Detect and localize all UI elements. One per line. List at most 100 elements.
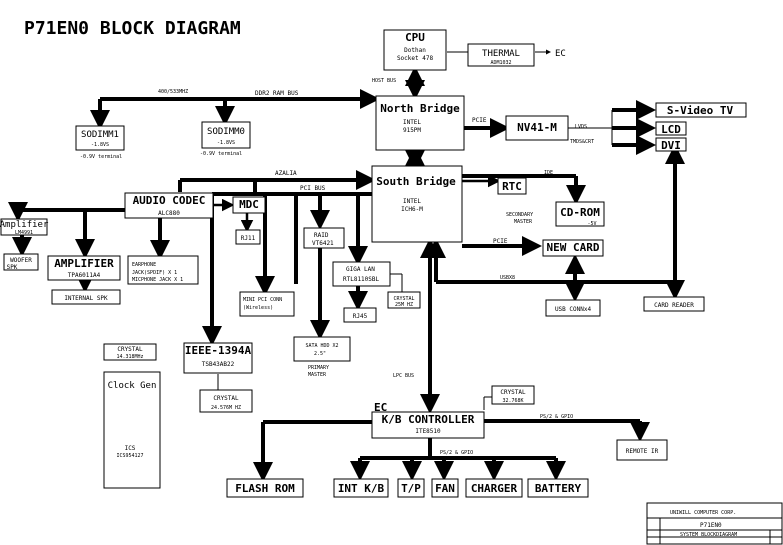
svg-text:RTL8110SBL: RTL8110SBL [343, 276, 380, 283]
dvi-block: DVI [655, 137, 687, 152]
svg-text:JACK(SPDIF) X 1: JACK(SPDIF) X 1 [132, 270, 177, 276]
svg-text:AMPLIFIER: AMPLIFIER [54, 257, 114, 270]
svg-text:2.5": 2.5" [314, 351, 326, 357]
svg-text:CRYSTAL: CRYSTAL [393, 296, 414, 302]
svg-text:CARD READER: CARD READER [654, 302, 694, 309]
title-block: UNIWILL COMPUTER CORP. P71EN0 SYSTEM BLO… [646, 502, 783, 545]
cdrom-block: CD-ROM -5V [555, 201, 605, 227]
amplifier-block: AMPLIFIER TPA6011A4 [47, 255, 121, 281]
giga-lan-block: GIGA LAN RTL8110SBL [332, 261, 391, 287]
usbx8-label: USBX8 [500, 275, 515, 281]
svg-text:GIGA LAN: GIGA LAN [346, 266, 375, 273]
svg-text:ADM1032: ADM1032 [490, 60, 511, 66]
svg-text:S-Video TV: S-Video TV [667, 104, 734, 117]
ps2-gpio-bottom-label: PS/2 & GPIO [440, 450, 473, 456]
svg-text:INT K/B: INT K/B [338, 482, 385, 495]
svg-text:CRYSTAL: CRYSTAL [213, 395, 239, 402]
south-bridge-block: South Bridge INTEL ICH6-M [371, 165, 463, 243]
usb-conn-block: USB CONNx4 [545, 299, 601, 317]
svg-text:915PM: 915PM [403, 127, 421, 134]
dmi-label: DMI [412, 156, 421, 162]
svg-text:CRYSTAL: CRYSTAL [117, 346, 143, 353]
svg-text:LM4991: LM4991 [15, 230, 33, 236]
svg-text:INTEL: INTEL [403, 198, 421, 205]
north-bridge-block: North Bridge INTEL 915PM [375, 95, 465, 151]
mini-pci-block: MINI PCI CONN (Wireless) [239, 291, 295, 317]
svg-text:25M HZ: 25M HZ [395, 302, 413, 308]
sata-primary-label: PRIMARY [308, 365, 329, 371]
svg-text:K/B CONTROLLER: K/B CONTROLLER [382, 413, 475, 426]
rtc-block: RTC [497, 177, 527, 195]
pcie-top-label: PCIE [472, 117, 487, 124]
lcd-block: LCD [655, 121, 687, 136]
title-doc: SYSTEM BLOCKDIAGRAM [680, 532, 737, 538]
ddr2-bus-label: DDR2 RAM BUS [255, 90, 299, 97]
svg-text:SODIMM1: SODIMM1 [81, 130, 119, 140]
svg-text:INTERNAL SPK: INTERNAL SPK [64, 295, 108, 302]
svg-text:LCD: LCD [661, 123, 681, 136]
audio-codec-block: AUDIO CODEC ALC880 [124, 192, 214, 219]
kb-controller-block: K/B CONTROLLER ITE8510 [371, 411, 485, 439]
svg-text:ALC880: ALC880 [158, 210, 180, 217]
cpu-block: CPU Dothan Socket 478 [383, 29, 447, 71]
title-model: P71EN0 [700, 522, 722, 529]
lpc-bus-label: LPC BUS [393, 373, 414, 379]
svg-text:DVI: DVI [661, 139, 681, 152]
svg-text:South Bridge: South Bridge [376, 175, 456, 188]
connections [8, 49, 685, 482]
ec-tag-label: EC [374, 401, 387, 414]
svg-text:ITE8510: ITE8510 [415, 428, 441, 435]
svg-text:Socket 478: Socket 478 [397, 55, 434, 62]
mdc-block: MDC [232, 196, 266, 214]
svg-text:-1.8VS: -1.8VS [217, 140, 235, 146]
tp-block: T/P [397, 478, 425, 498]
svg-text:WOOFER: WOOFER [10, 257, 32, 264]
svg-text:NEW CARD: NEW CARD [547, 241, 600, 254]
svg-text:RJ45: RJ45 [353, 313, 368, 320]
thermal-ec-label: EC [555, 49, 566, 59]
crystal-clk-block: CRYSTAL 14.318MHz [103, 343, 157, 361]
svg-text:MDC: MDC [239, 198, 259, 211]
remote-ir-block: REMOTE IR [616, 439, 668, 461]
internal-spk-block: INTERNAL SPK [51, 289, 121, 305]
woofer-block: WOOFER SPK [3, 253, 39, 271]
svg-text:CHARGER: CHARGER [471, 482, 518, 495]
clock-gen-block: Clock Gen ICS ICS954127 [103, 371, 161, 489]
crystal-lan-block: CRYSTAL 25M HZ [387, 291, 421, 309]
ide-label: IDE [544, 170, 553, 176]
svg-text:SODIMM0: SODIMM0 [207, 127, 245, 137]
svg-text:FAN: FAN [435, 482, 455, 495]
svg-text:NV41-M: NV41-M [517, 121, 557, 134]
svg-text:ICS: ICS [125, 445, 136, 452]
svg-text:BATTERY: BATTERY [535, 482, 582, 495]
fan-block: FAN [431, 478, 459, 498]
svg-text:CRYSTAL: CRYSTAL [500, 389, 526, 396]
cdrom-secondary-label: SECONDARY [506, 212, 533, 218]
svg-text:MICPHONE JACK X 1: MICPHONE JACK X 1 [132, 277, 183, 283]
svg-text:(Wireless): (Wireless) [243, 305, 273, 311]
new-card-block: NEW CARD [542, 239, 604, 257]
rj11-block: RJ11 [235, 229, 261, 245]
cdrom-master-label: MASTER [514, 219, 533, 225]
crystal-ec-block: CRYSTAL 32.768K [491, 385, 535, 405]
svg-text:24.576M HZ: 24.576M HZ [211, 405, 241, 411]
charger-block: CHARGER [465, 478, 523, 498]
svg-text:North Bridge: North Bridge [380, 102, 460, 115]
amplifier-small-block: Amplifier LM4991 [0, 218, 49, 236]
ps2-gpio-right-label: PS/2 & GPIO [540, 414, 573, 420]
svg-text:THERMAL: THERMAL [482, 49, 520, 59]
flash-rom-block: FLASH ROM [226, 478, 304, 498]
sata-master-label: MASTER [308, 372, 327, 378]
svg-text:RJ11: RJ11 [241, 235, 256, 242]
svg-text:CPU: CPU [405, 31, 425, 44]
svg-text:VT6421: VT6421 [312, 240, 334, 247]
svg-text:REMOTE IR: REMOTE IR [626, 448, 659, 455]
earphone-block: EARPHONE JACK(SPDIF) X 1 MICPHONE JACK X… [127, 255, 199, 285]
sodimm0-block: SODIMM0 -1.8VS [201, 121, 251, 149]
diagram-title: P71EN0 BLOCK DIAGRAM [24, 18, 241, 39]
svg-text:MINI PCI CONN: MINI PCI CONN [243, 297, 282, 303]
svg-text:RAID: RAID [314, 232, 329, 239]
svg-text:USB CONNx4: USB CONNx4 [555, 306, 592, 313]
svg-text:14.318MHz: 14.318MHz [116, 354, 143, 360]
